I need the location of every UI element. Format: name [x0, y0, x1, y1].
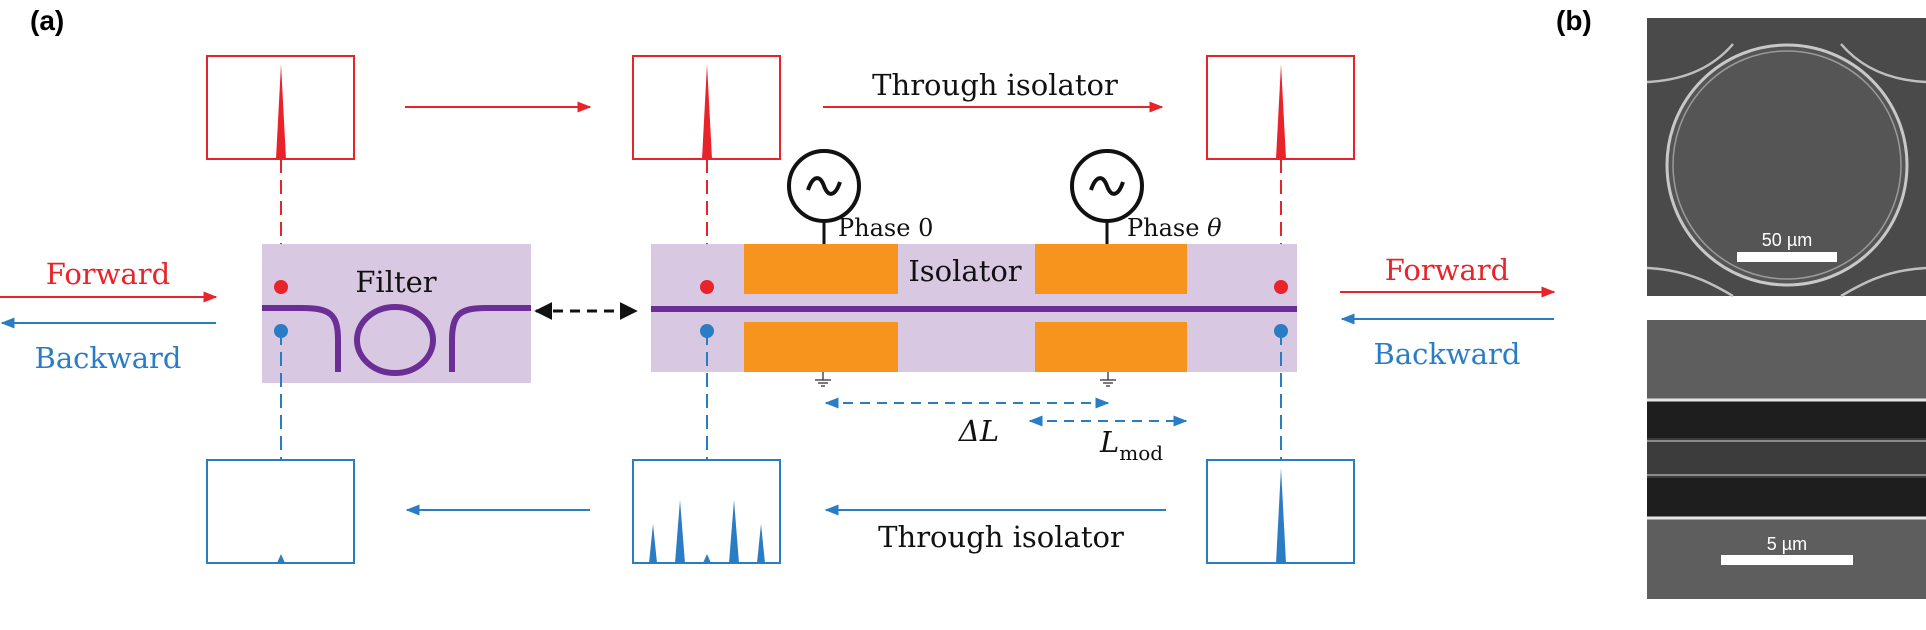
sem-image-waveguide: 5 µm — [1647, 320, 1926, 599]
filter-label: Filter — [355, 265, 436, 299]
panel-b-label: (b) — [1556, 5, 1592, 36]
spectrum-box-bottom-1 — [206, 459, 355, 564]
red-dot-2 — [700, 280, 714, 294]
scale-label-bottom: 5 µm — [1767, 534, 1807, 554]
delta-l-label: ΔL — [958, 414, 999, 448]
ring-resonator — [354, 304, 436, 376]
ac-source-icon — [787, 149, 861, 244]
phase-left-label: Phase 0 — [838, 214, 933, 242]
bottom-through-isolator-label: Through isolator — [878, 520, 1124, 554]
spectrum-box-bottom-3 — [1206, 459, 1355, 564]
ground-icon — [815, 372, 831, 387]
red-dot-3 — [1274, 280, 1288, 294]
sem-image-ring: 50 µm — [1646, 18, 1926, 298]
isolator-label: Isolator — [908, 254, 1021, 288]
ground-icon — [1100, 372, 1116, 387]
spectrum-box-top-3 — [1206, 55, 1355, 160]
spectrum-box-top-2 — [632, 55, 781, 160]
ac-source-icon — [1070, 149, 1144, 244]
top-through-isolator-label: Through isolator — [872, 68, 1118, 102]
scale-label-top: 50 µm — [1762, 230, 1812, 250]
left-backward-label: Backward — [35, 341, 182, 375]
filter-block: Filter — [262, 244, 531, 383]
electrode-bottom-1 — [744, 322, 898, 372]
panel-a-label: (a) — [30, 5, 64, 36]
electrode-top-2 — [1035, 244, 1187, 294]
right-forward-label: Forward — [1385, 253, 1509, 287]
red-dot-1 — [274, 280, 288, 294]
l-mod-label: Lmod — [1099, 425, 1163, 465]
electrode-bottom-2 — [1035, 322, 1187, 372]
left-forward-label: Forward — [46, 257, 170, 291]
phase-right-label: Phase θ — [1127, 214, 1222, 242]
spectrum-box-bottom-2 — [632, 459, 781, 564]
scale-bar-bottom — [1721, 555, 1853, 565]
right-backward-label: Backward — [1374, 337, 1521, 371]
scale-bar-top — [1737, 252, 1837, 262]
isolator-block: Isolator — [651, 244, 1297, 372]
spectrum-box-top-1 — [206, 55, 355, 160]
electrode-top-1 — [744, 244, 898, 294]
